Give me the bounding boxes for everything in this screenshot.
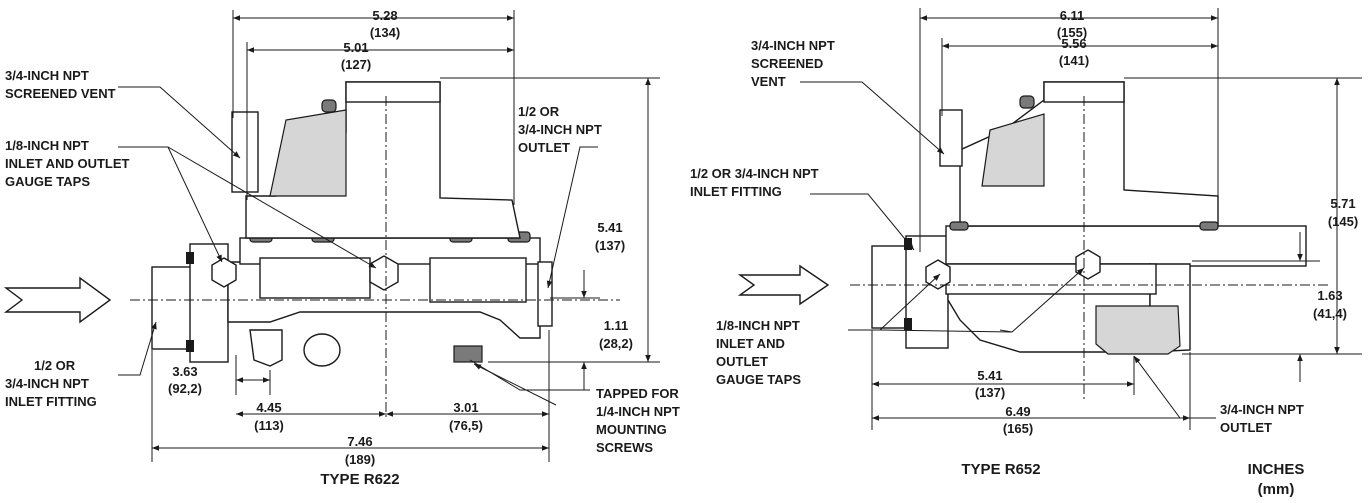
r652-label-gauge-taps: 1/8-INCH NPT INLET AND OUTLET GAUGE TAPS <box>716 318 801 387</box>
svg-text:INLET AND: INLET AND <box>716 336 785 351</box>
svg-text:(189): (189) <box>345 452 375 467</box>
flow-arrow-r652 <box>737 264 830 306</box>
r652-label-inlet: 1/2 OR 3/4-INCH NPT INLET FITTING <box>690 166 819 199</box>
svg-text:5.56: 5.56 <box>1061 36 1086 51</box>
type-r622-drawing <box>3 10 660 462</box>
svg-text:(165): (165) <box>1003 421 1033 436</box>
svg-text:(41,4): (41,4) <box>1313 306 1347 321</box>
svg-text:GAUGE TAPS: GAUGE TAPS <box>5 174 90 189</box>
svg-text:INLET FITTING: INLET FITTING <box>5 394 97 409</box>
svg-text:VENT: VENT <box>751 74 786 89</box>
r652-dim-611: 6.11 (155) <box>1057 8 1087 40</box>
svg-text:INLET AND OUTLET: INLET AND OUTLET <box>5 156 130 171</box>
r622-dim-363: 3.63 (92,2) <box>168 364 202 396</box>
svg-text:OUTLET: OUTLET <box>716 354 768 369</box>
svg-text:(113): (113) <box>254 418 284 433</box>
svg-text:(134): (134) <box>370 25 400 40</box>
svg-text:(mm): (mm) <box>1258 481 1295 498</box>
svg-text:6.49: 6.49 <box>1005 404 1030 419</box>
r652-label-vent: 3/4-INCH NPT SCREENED VENT <box>751 38 835 89</box>
svg-text:5.01: 5.01 <box>343 40 368 55</box>
r652-dim-163: 1.63 (41,4) <box>1313 288 1347 321</box>
r622-dim-111: 1.11 (28,2) <box>599 318 633 351</box>
svg-text:1/8-INCH NPT: 1/8-INCH NPT <box>5 138 89 153</box>
r622-label-vent: 3/4-INCH NPT SCREENED VENT <box>5 68 116 101</box>
r622-label-gauge-taps: 1/8-INCH NPT INLET AND OUTLET GAUGE TAPS <box>5 138 130 189</box>
r652-label-outlet: 3/4-INCH NPT OUTLET <box>1220 402 1304 435</box>
svg-text:(145): (145) <box>1328 214 1358 229</box>
svg-text:INLET FITTING: INLET FITTING <box>690 184 782 199</box>
svg-text:3/4-INCH NPT: 3/4-INCH NPT <box>751 38 835 53</box>
r622-dim-541: 5.41 (137) <box>595 220 625 253</box>
r622-dim-501: 5.01 (127) <box>341 40 371 72</box>
svg-text:1/8-INCH NPT: 1/8-INCH NPT <box>716 318 800 333</box>
svg-text:7.46: 7.46 <box>347 434 372 449</box>
svg-text:5.41: 5.41 <box>977 368 1002 383</box>
svg-text:1/2 OR: 1/2 OR <box>34 358 76 373</box>
svg-text:SCREENED: SCREENED <box>751 56 823 71</box>
svg-text:6.11: 6.11 <box>1060 8 1085 23</box>
svg-text:3/4-INCH NPT: 3/4-INCH NPT <box>1220 402 1304 417</box>
svg-text:3.63: 3.63 <box>172 364 197 379</box>
svg-text:(155): (155) <box>1057 25 1087 40</box>
svg-text:OUTLET: OUTLET <box>1220 420 1272 435</box>
r622-dim-445: 4.45 (113) <box>254 400 284 433</box>
flow-arrow-r622 <box>3 276 112 324</box>
svg-text:(76,5): (76,5) <box>449 418 483 433</box>
svg-text:1/2 OR: 1/2 OR <box>518 104 560 119</box>
svg-text:SCREENED VENT: SCREENED VENT <box>5 86 116 101</box>
r622-caption: TYPE R622 <box>320 471 399 488</box>
svg-text:3.01: 3.01 <box>453 400 478 415</box>
svg-text:3/4-INCH NPT: 3/4-INCH NPT <box>518 122 602 137</box>
svg-text:GAUGE TAPS: GAUGE TAPS <box>716 372 801 387</box>
svg-text:5.28: 5.28 <box>372 8 397 23</box>
units-legend: INCHES (mm) <box>1248 461 1305 498</box>
svg-text:(127): (127) <box>341 57 371 72</box>
svg-text:INCHES: INCHES <box>1248 461 1305 478</box>
svg-text:1.11: 1.11 <box>604 318 629 333</box>
r622-label-outlet: 1/2 OR 3/4-INCH NPT OUTLET <box>518 104 602 155</box>
svg-text:5.71: 5.71 <box>1330 196 1355 211</box>
svg-text:SCREWS: SCREWS <box>596 440 653 455</box>
svg-text:MOUNTING: MOUNTING <box>596 422 667 437</box>
svg-text:3/4-INCH NPT: 3/4-INCH NPT <box>5 68 89 83</box>
r622-dim-301: 3.01 (76,5) <box>449 400 483 433</box>
r622-dim-746: 7.46 (189) <box>345 434 375 467</box>
svg-text:4.45: 4.45 <box>256 400 281 415</box>
svg-text:1/2 OR 3/4-INCH NPT: 1/2 OR 3/4-INCH NPT <box>690 166 819 181</box>
svg-text:1/4-INCH NPT: 1/4-INCH NPT <box>596 404 680 419</box>
r622-dim-528: 5.28 (134) <box>370 8 400 40</box>
svg-text:5.41: 5.41 <box>597 220 622 235</box>
r622-label-mounting: TAPPED FOR 1/4-INCH NPT MOUNTING SCREWS <box>596 386 680 455</box>
r652-caption: TYPE R652 <box>961 461 1040 478</box>
svg-text:(28,2): (28,2) <box>599 336 633 351</box>
r652-dim-571: 5.71 (145) <box>1328 196 1358 229</box>
svg-text:(137): (137) <box>595 238 625 253</box>
svg-text:(92,2): (92,2) <box>168 381 202 396</box>
svg-text:TAPPED FOR: TAPPED FOR <box>596 386 679 401</box>
r622-label-inlet: 1/2 OR 3/4-INCH NPT INLET FITTING <box>5 358 97 409</box>
r652-dim-649: 6.49 (165) <box>1003 404 1033 436</box>
r652-dim-541: 5.41 (137) <box>975 368 1005 400</box>
svg-text:OUTLET: OUTLET <box>518 140 570 155</box>
svg-text:3/4-INCH NPT: 3/4-INCH NPT <box>5 376 89 391</box>
r652-dim-556: 5.56 (141) <box>1059 36 1089 68</box>
svg-text:(141): (141) <box>1059 53 1089 68</box>
type-r652-drawing <box>737 8 1362 430</box>
svg-text:1.63: 1.63 <box>1317 288 1342 303</box>
svg-text:(137): (137) <box>975 385 1005 400</box>
